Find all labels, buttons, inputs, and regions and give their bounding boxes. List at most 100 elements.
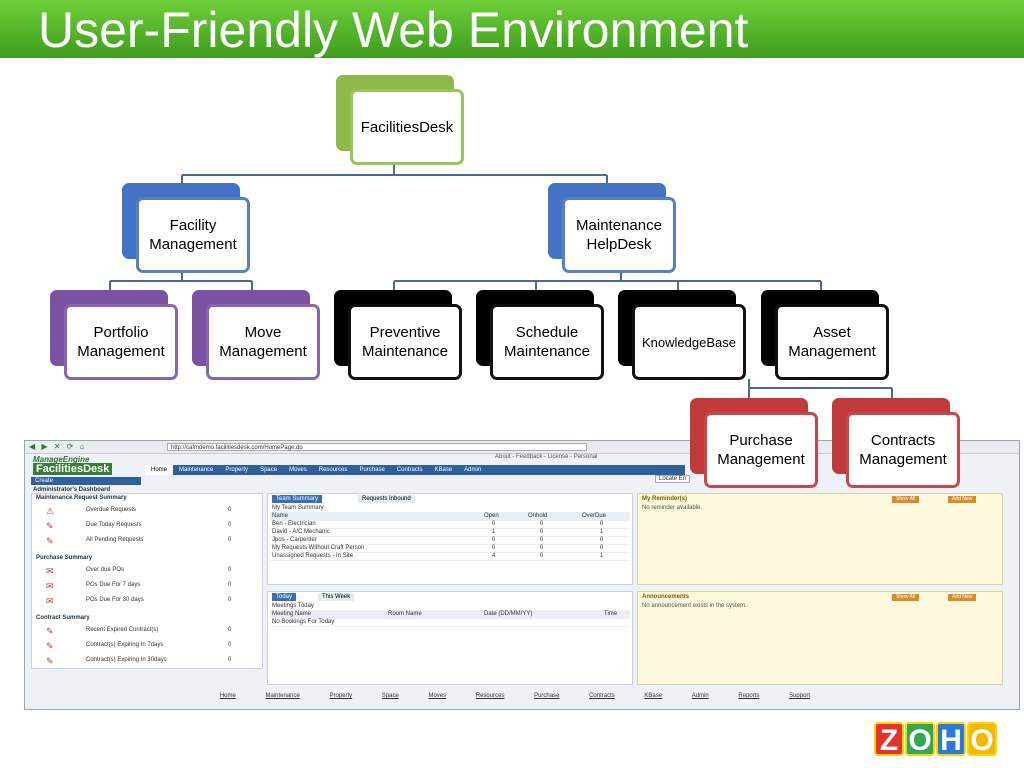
summary-panel: Maintenance Request Summary ⚠Overdue Req… (31, 493, 263, 669)
node-preventive-maintenance: Preventive Maintenance (334, 290, 462, 380)
summary-row[interactable]: ✎Recent Expired Contract(s)0 (46, 626, 232, 636)
footer-link[interactable]: Space (381, 693, 399, 699)
footer-links: Home Maintenance Property Space Moves Re… (205, 693, 825, 699)
node-label: Contracts Management (846, 412, 960, 488)
tab-today[interactable]: Today (272, 593, 297, 601)
node-maintenance-helpdesk: Maintenance HelpDesk (548, 183, 676, 273)
logo-letter: O (967, 722, 997, 757)
footer-link[interactable]: Admin (691, 693, 709, 699)
tab-admin[interactable]: Admin (464, 467, 482, 473)
node-label: FacilitiesDesk (350, 89, 464, 165)
footer-link[interactable]: Maintenance (265, 693, 300, 699)
contract-icon: ✎ (46, 641, 54, 651)
node-label: Move Management (206, 304, 320, 380)
logo-letter: O (905, 722, 935, 757)
tab-home[interactable]: Home (145, 465, 174, 475)
node-schedule-maintenance: Schedule Maintenance (476, 290, 604, 380)
node-contracts-management: Contracts Management (832, 398, 960, 488)
node-label: Facility Management (136, 197, 250, 273)
node-facilitiesdesk: FacilitiesDesk (336, 75, 464, 165)
tab-kbase[interactable]: KBase (434, 467, 453, 473)
node-facility-management: Facility Management (122, 183, 250, 273)
due-today-icon: ✎ (46, 521, 54, 531)
node-label: Maintenance HelpDesk (562, 197, 676, 273)
tab-contracts[interactable]: Contracts (396, 467, 423, 473)
node-label: Schedule Maintenance (490, 304, 604, 380)
brand-logo: FacilitiesDesk (33, 463, 113, 475)
node-label: Asset Management (775, 304, 889, 380)
footer-link[interactable]: KBase (644, 693, 663, 699)
add-new-button[interactable]: Add New (948, 496, 977, 503)
logo-letter: H (936, 722, 966, 757)
node-knowledgebase: KnowledgeBase (618, 290, 746, 380)
tab-this-week[interactable]: This Week (318, 593, 355, 601)
pending-icon: ✎ (46, 536, 54, 546)
locate-input[interactable]: Locate En (655, 475, 691, 483)
tab-space[interactable]: Space (260, 467, 278, 473)
reminders-message: No reminder available. (642, 505, 703, 511)
tab-resources[interactable]: Resources (318, 467, 348, 473)
footer-link[interactable]: Contracts (589, 693, 615, 699)
reminders-title: My Reminder(s) (642, 496, 688, 502)
node-label: Portfolio Management (64, 304, 178, 380)
contract-icon: ✎ (46, 656, 54, 666)
tab-maintenance[interactable]: Maintenance (179, 467, 214, 473)
tab-team-summary[interactable]: Team Summary (272, 495, 323, 503)
top-links[interactable]: About - Feedback - License - Personal (495, 454, 598, 460)
footer-link[interactable]: Resources (475, 693, 505, 699)
po-icon: ✉ (46, 566, 54, 576)
show-all-button[interactable]: Show All (892, 496, 920, 503)
footer-link[interactable]: Property (329, 693, 353, 699)
footer-link[interactable]: Purchase (534, 693, 560, 699)
footer-link[interactable]: Support (789, 693, 811, 699)
po-icon: ✉ (46, 596, 54, 606)
tab-moves[interactable]: Moves (289, 467, 307, 473)
address-bar[interactable]: http://cafmdemo.facilitiesdesk.com/HomeP… (167, 443, 587, 451)
node-portfolio-management: Portfolio Management (50, 290, 178, 380)
title-bar: User-Friendly Web Environment (0, 0, 1024, 58)
create-dropdown[interactable]: Create (31, 477, 141, 485)
main-tabs: Home Maintenance Property Space Moves Re… (145, 465, 685, 475)
reminders-panel: My Reminder(s) Show All Add New No remin… (637, 493, 1003, 585)
dashboard-title: Administrator's Dashboard (33, 487, 111, 493)
announcements-message: No announcement exists in the system. (642, 603, 747, 609)
contract-icon: ✎ (46, 626, 54, 636)
tab-property[interactable]: Property (225, 467, 249, 473)
team-summary-panel: Team Summary Requests Inbound My Team Su… (267, 493, 633, 585)
node-label: Preventive Maintenance (348, 304, 462, 380)
brand-line1: ManageEngine (33, 455, 90, 464)
node-label: Purchase Management (704, 412, 818, 488)
node-purchase-management: Purchase Management (690, 398, 818, 488)
overdue-icon: ⚠ (46, 506, 55, 516)
tab-requests-inbound[interactable]: Requests Inbound (358, 495, 415, 503)
zoho-logo: Z O H O (872, 722, 998, 762)
footer-link[interactable]: Moves (428, 693, 447, 699)
announcements-panel: Announcements Show All Add New No announ… (637, 591, 1003, 685)
meetings-panel: Today This Week Meetings Today Meeting N… (267, 591, 633, 685)
tab-purchase[interactable]: Purchase (359, 467, 385, 473)
footer-link[interactable]: Home (219, 693, 236, 699)
section-heading: Maintenance Request Summary (36, 495, 127, 501)
node-label: KnowledgeBase (632, 304, 746, 380)
section-heading: Purchase Summary (36, 555, 93, 561)
logo-letter: Z (874, 722, 904, 757)
meeting-empty: No Bookings For Today (270, 618, 630, 627)
add-new-button[interactable]: Add New (948, 594, 977, 601)
footer-link[interactable]: Reports (738, 693, 760, 699)
show-all-button[interactable]: Show All (892, 594, 920, 601)
announcements-title: Announcements (642, 594, 690, 600)
